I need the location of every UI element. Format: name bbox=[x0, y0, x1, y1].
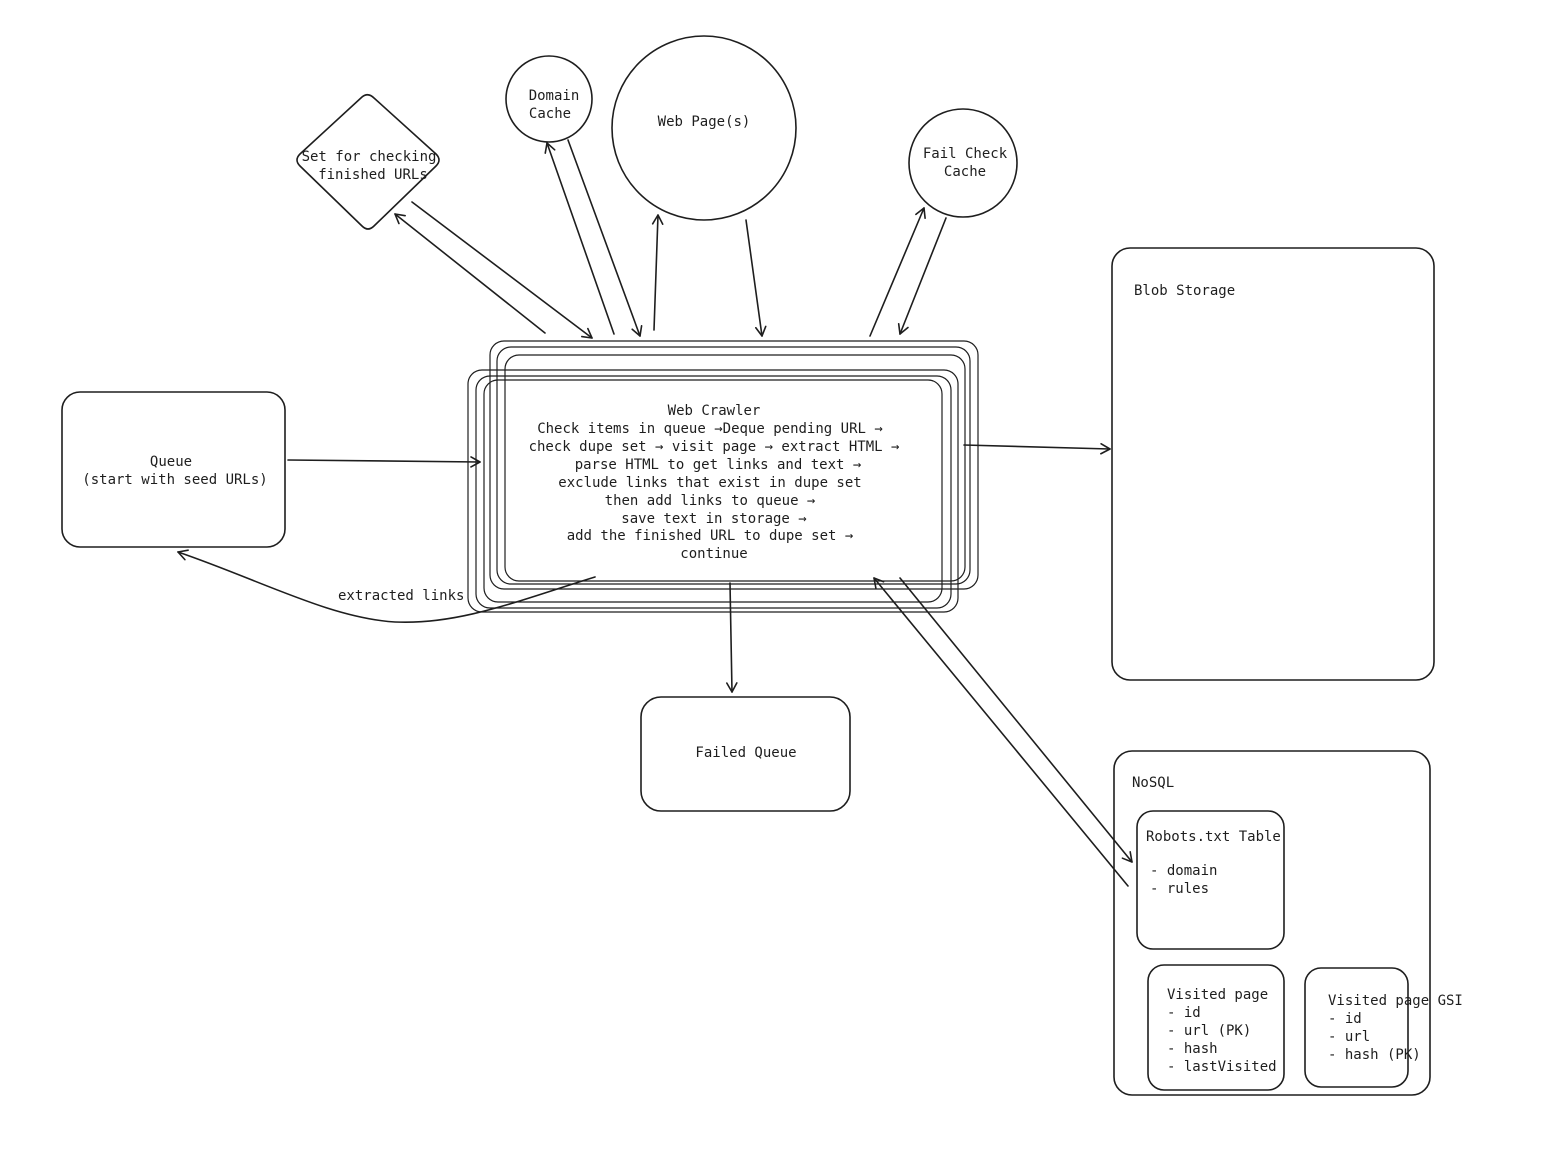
visited-page-field: - id bbox=[1167, 1005, 1201, 1021]
failed-queue-label: Failed Queue bbox=[695, 745, 796, 761]
fail-check-cache-label-line1: Fail Check bbox=[923, 146, 1008, 162]
web-crawler-title: Web Crawler bbox=[668, 403, 761, 419]
web-crawler-step-5: then add links to queue → bbox=[605, 493, 816, 509]
arrow-robots-table-to-crawler bbox=[873, 577, 1129, 887]
visited-page-title: Visited page bbox=[1167, 987, 1268, 1003]
robots-table-field: - rules bbox=[1150, 881, 1209, 897]
arrows bbox=[177, 139, 1133, 887]
web-pages-label: Web Page(s) bbox=[658, 114, 751, 130]
failed-queue-node[interactable]: Failed Queue bbox=[640, 696, 851, 812]
arrow-queue-to-crawler bbox=[287, 456, 481, 468]
visited-page-gsi-field: - hash (PK) bbox=[1328, 1047, 1421, 1063]
extracted-links-label: extracted links bbox=[338, 588, 464, 604]
visited-page-gsi-field: - url bbox=[1328, 1029, 1370, 1045]
arrow-fail-check-cache-to-crawler bbox=[897, 217, 947, 335]
queue-label: Queue bbox=[150, 454, 192, 470]
arrow-dupe-set-to-crawler bbox=[411, 201, 593, 339]
fail-check-cache-label-line2: Cache bbox=[944, 164, 986, 180]
domain-cache-label-line1: Domain bbox=[529, 88, 580, 104]
web-crawler-step-7: add the finished URL to dupe set → bbox=[567, 528, 854, 544]
arrow-crawler-to-domain-cache bbox=[544, 142, 615, 335]
nosql-node[interactable]: NoSQL Robots.txt Table - domain - rules … bbox=[1113, 750, 1463, 1096]
fail-check-cache-node[interactable]: Fail Check Cache bbox=[908, 108, 1018, 218]
robots-table-field: - domain bbox=[1150, 863, 1217, 879]
web-crawler-step-4: exclude links that exist in dupe set bbox=[558, 475, 861, 491]
visited-page-gsi-title: Visited page GSI bbox=[1328, 993, 1463, 1009]
visited-page-gsi-field: - id bbox=[1328, 1011, 1362, 1027]
arrow-crawler-to-dupe-set bbox=[394, 213, 546, 334]
arrow-web-pages-to-crawler bbox=[745, 219, 767, 337]
visited-page-field: - url (PK) bbox=[1167, 1023, 1251, 1039]
web-crawler-step-6: save text in storage → bbox=[621, 511, 806, 527]
visited-page-table[interactable]: Visited page - id - url (PK) - hash - la… bbox=[1147, 964, 1285, 1091]
arrow-crawler-to-fail-check-cache bbox=[869, 207, 926, 337]
blob-storage-node[interactable]: Blob Storage bbox=[1111, 247, 1435, 681]
visited-page-field: - lastVisited bbox=[1167, 1059, 1277, 1075]
web-crawler-node[interactable]: Web Crawler Check items in queue →Deque … bbox=[467, 340, 979, 613]
dupe-set-label-line2: finished URLs bbox=[318, 167, 428, 183]
arrow-domain-cache-to-crawler bbox=[567, 139, 643, 337]
arrow-crawler-to-blob-storage bbox=[963, 442, 1111, 455]
dupe-set-node[interactable]: Set for checking finished URLs bbox=[296, 93, 440, 230]
dupe-set-label-line1: Set for checking bbox=[302, 149, 437, 165]
robots-table[interactable]: Robots.txt Table - domain - rules bbox=[1136, 810, 1285, 950]
arrow-crawler-to-web-pages bbox=[651, 214, 664, 331]
blob-storage-label: Blob Storage bbox=[1134, 283, 1235, 299]
nosql-label: NoSQL bbox=[1132, 775, 1174, 791]
arrow-crawler-to-robots-table bbox=[899, 577, 1133, 863]
domain-cache-label-line2: Cache bbox=[529, 106, 571, 122]
web-crawler-step-2: check dupe set → visit page → extract HT… bbox=[529, 439, 900, 455]
arrow-crawler-to-failed-queue bbox=[726, 582, 738, 693]
web-crawler-step-3: parse HTML to get links and text → bbox=[575, 457, 862, 473]
robots-table-title: Robots.txt Table bbox=[1146, 829, 1281, 845]
web-pages-node[interactable]: Web Page(s) bbox=[611, 35, 797, 221]
web-crawler-step-1: Check items in queue →Deque pending URL … bbox=[537, 421, 883, 437]
visited-page-field: - hash bbox=[1167, 1041, 1218, 1057]
queue-node[interactable]: Queue (start with seed URLs) bbox=[61, 391, 286, 548]
visited-page-gsi-table[interactable]: Visited page GSI - id - url - hash (PK) bbox=[1304, 967, 1463, 1088]
domain-cache-node[interactable]: Domain Cache bbox=[505, 55, 593, 143]
web-crawler-step-8: continue bbox=[680, 546, 747, 562]
queue-sublabel: (start with seed URLs) bbox=[82, 472, 267, 488]
arrow-crawler-to-queue bbox=[177, 549, 596, 624]
